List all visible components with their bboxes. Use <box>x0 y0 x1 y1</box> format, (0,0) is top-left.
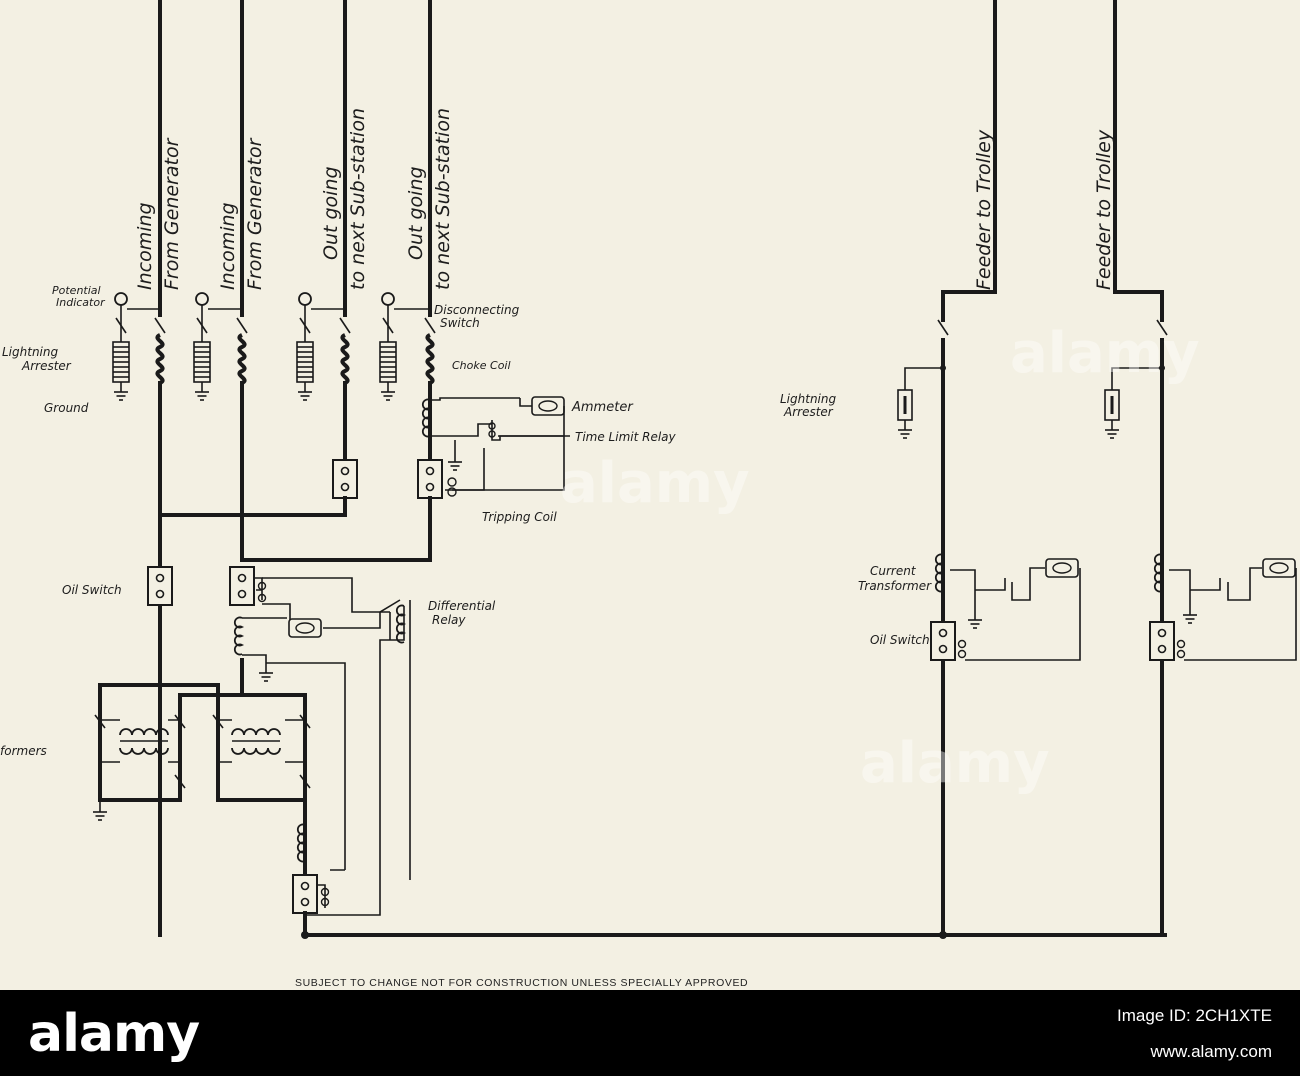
trolley-2-label: Feeder to Trolley <box>1093 129 1115 290</box>
disconnecting-switch-label: Disconnecting <box>434 303 520 317</box>
trolley-feeder-2 <box>1104 0 1297 937</box>
oil-switch-outgoing <box>332 459 443 499</box>
image-id: Image ID: 2CH1XTE <box>1117 1006 1272 1025</box>
oil-switch-left-label: Oil Switch <box>62 583 122 597</box>
busbar-a <box>158 496 347 517</box>
differential-relay-label-2: Relay <box>432 613 466 627</box>
watermark-right: alamy <box>1010 321 1200 386</box>
oil-switch-lower <box>292 798 345 914</box>
current-transformer-label-2: Transformer <box>858 579 932 593</box>
main-bottom-bus <box>301 911 1167 939</box>
diagram-sheet <box>0 0 1300 990</box>
lightning-arrester-left-label: Lightning <box>2 345 58 359</box>
incoming-2-label-2: From Generator <box>244 137 266 290</box>
lightning-arresters-left <box>112 341 397 401</box>
busbar-b <box>240 496 432 562</box>
oil-switch-left <box>147 566 255 606</box>
potential-indicators <box>114 292 430 342</box>
transformers <box>92 658 311 821</box>
choke-coil-label: Choke Coil <box>452 359 511 372</box>
watermark-center: alamy <box>560 451 750 516</box>
disconnecting-switch-label-2: Switch <box>440 316 480 330</box>
ammeter-circuit <box>421 396 570 497</box>
lightning-arrester-right-label-2: Arrester <box>783 405 834 419</box>
outgoing-2-label: Out going <box>405 166 427 260</box>
footer-note: SUBJECT TO CHANGE NOT FOR CONSTRUCTION U… <box>295 977 748 989</box>
alamy-logo: alamy <box>28 1004 200 1064</box>
transformers-label: formers <box>0 744 47 758</box>
trolley-1-label: Feeder to Trolley <box>973 129 995 290</box>
differential-relay-circuit <box>233 577 411 916</box>
watermark-lower: alamy <box>860 731 1050 796</box>
time-limit-relay-label: Time Limit Relay <box>575 430 677 444</box>
lightning-arrester-left-label-2: Arrester <box>21 359 72 373</box>
lightning-arrester-right-label: Lightning <box>780 392 836 406</box>
site-url[interactable]: www.alamy.com <box>1150 1042 1272 1061</box>
potential-indicator-label: Potential <box>52 284 101 297</box>
outgoing-1-label-2: to next Sub-station <box>347 108 369 290</box>
current-transformer-label: Current <box>870 564 917 578</box>
stock-banner <box>0 990 1300 1076</box>
outgoing-1-label: Out going <box>320 166 342 260</box>
trolley-feeder-1 <box>897 0 1081 937</box>
incoming-2-label: Incoming <box>217 202 239 290</box>
oil-switch-right-label: Oil Switch <box>870 633 930 647</box>
incoming-1-label: Incoming <box>134 202 156 290</box>
potential-indicator-label-2: Indicator <box>56 296 106 309</box>
tripping-coil-label: Tripping Coil <box>482 510 557 524</box>
ammeter-label: Ammeter <box>571 400 634 415</box>
outgoing-2-label-2: to next Sub-station <box>432 108 454 290</box>
wiring-diagram: Incoming From Generator Incoming From Ge… <box>0 0 1297 989</box>
disconnecting-switches <box>115 317 436 334</box>
incoming-1-label-2: From Generator <box>161 137 183 290</box>
ground-label: Ground <box>44 401 89 415</box>
differential-relay-label: Differential <box>428 599 496 613</box>
